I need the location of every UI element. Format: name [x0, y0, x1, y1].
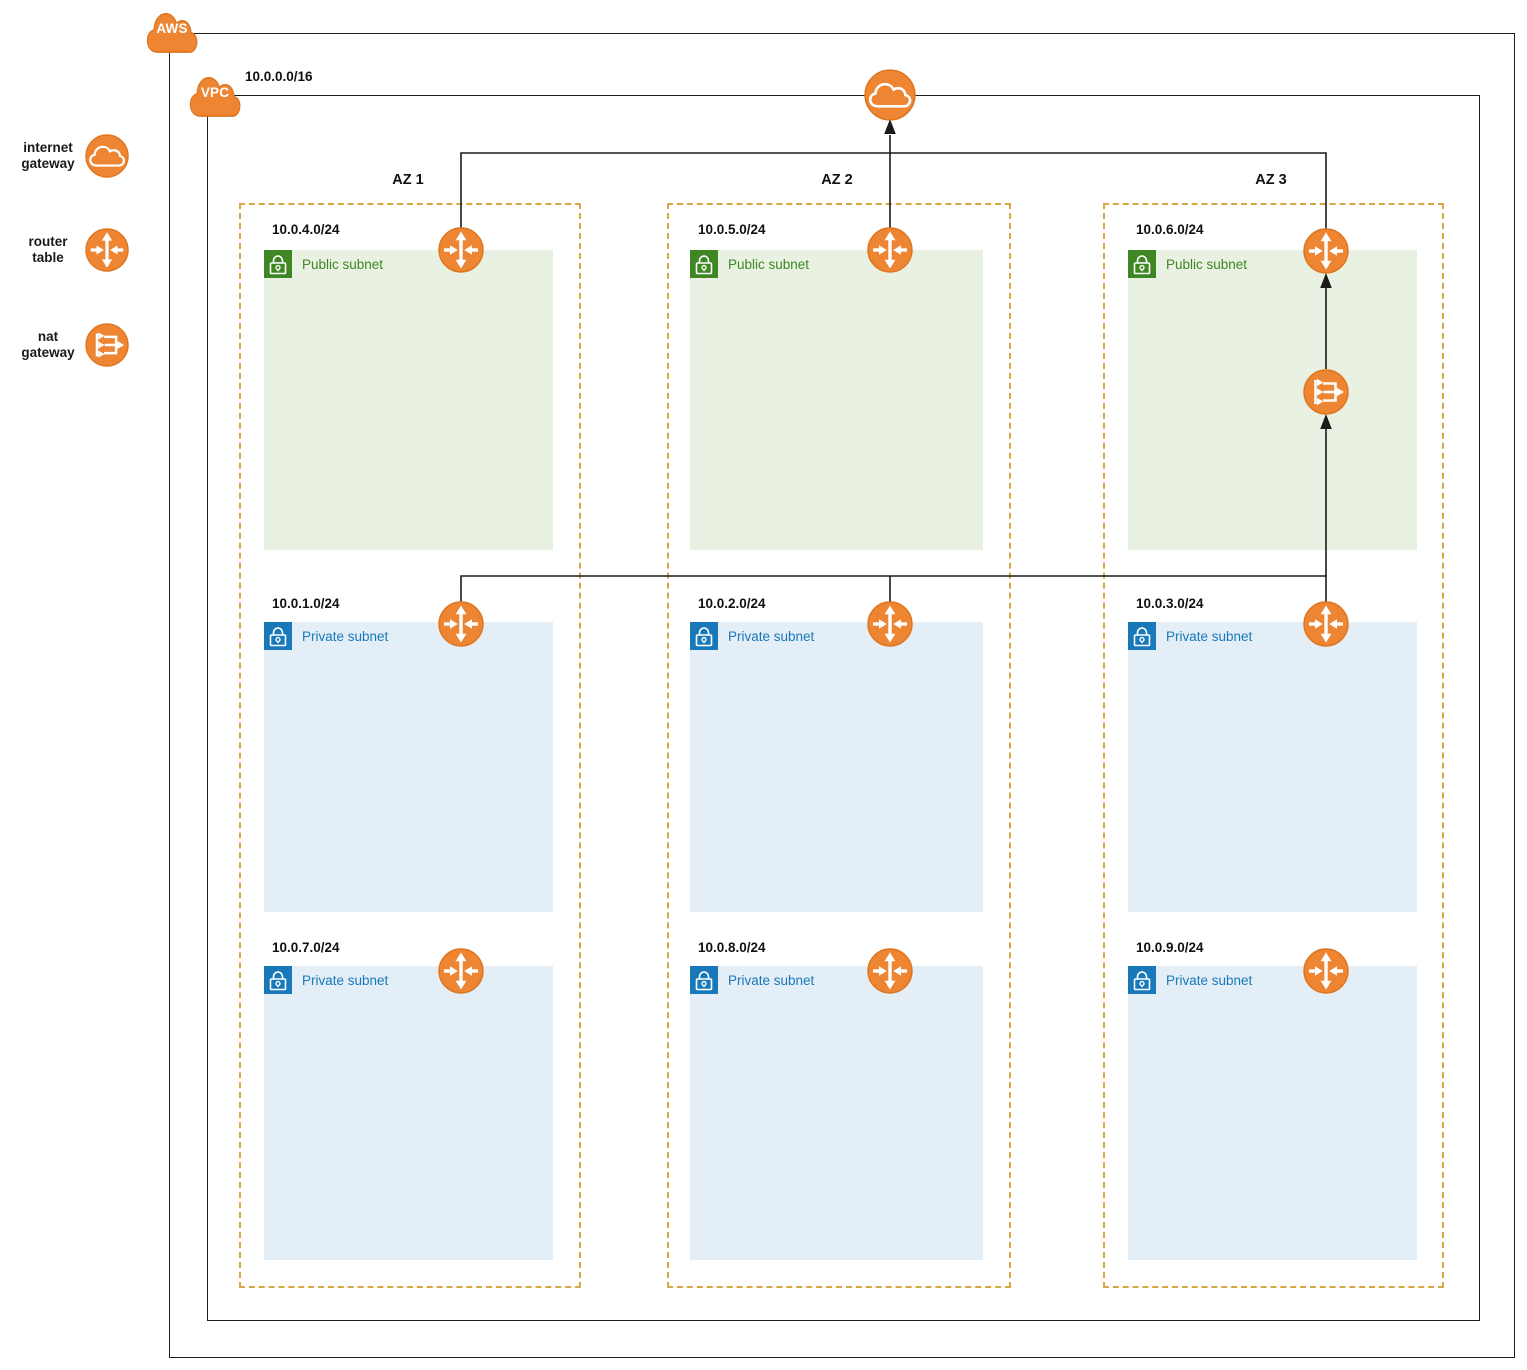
- private-subnet-lock-icon: [690, 622, 718, 650]
- private-subnet-box: [264, 966, 553, 1260]
- private-subnet-lock-icon: [690, 966, 718, 994]
- public-subnet-box: [1128, 250, 1417, 550]
- subnet-cidr: 10.0.2.0/24: [698, 596, 766, 611]
- router-table-az2-private2-icon: [867, 948, 913, 994]
- legend-nat-gateway-label: nat gateway: [21, 329, 75, 360]
- subnet-name: Private subnet: [302, 973, 389, 988]
- subnet-cidr: 10.0.1.0/24: [272, 596, 340, 611]
- public-subnet-box: [690, 250, 983, 550]
- private-subnet-lock-icon: [264, 966, 292, 994]
- subnet-name: Private subnet: [1166, 629, 1253, 644]
- router-table-az3-private-icon: [1303, 601, 1349, 647]
- private-subnet-lock-icon: [264, 622, 292, 650]
- aws-cloud-label: AWS: [146, 12, 198, 54]
- router-table-az3-public-icon: [1303, 228, 1349, 274]
- subnet-name: Public subnet: [728, 257, 810, 272]
- nat-gateway-node-icon: [1303, 369, 1349, 415]
- router-table-az1-private-icon: [438, 601, 484, 647]
- router-table-az3-private2-icon: [1303, 948, 1349, 994]
- private-subnet-box: [1128, 622, 1417, 912]
- private-subnet-box: [1128, 966, 1417, 1260]
- subnet-name: Public subnet: [302, 257, 384, 272]
- az1-boundary: [239, 203, 581, 1288]
- az3-label: AZ 3: [1255, 172, 1287, 188]
- subnet-cidr: 10.0.8.0/24: [698, 940, 766, 955]
- aws-cloud-boundary: [169, 33, 1515, 1358]
- subnet-cidr: 10.0.5.0/24: [698, 222, 766, 237]
- router-table-az2-public-icon: [867, 227, 913, 273]
- public-subnet-box: [264, 250, 553, 550]
- internet-gateway-node-icon: [864, 69, 916, 121]
- vpc-label-text: VPC: [200, 85, 230, 100]
- nat-gateway-icon: [85, 323, 129, 367]
- subnet-cidr: 10.0.4.0/24: [272, 222, 340, 237]
- private-subnet-box: [264, 622, 553, 912]
- private-subnet-lock-icon: [1128, 966, 1156, 994]
- subnet-name: Private subnet: [302, 629, 389, 644]
- subnet-name: Public subnet: [1166, 257, 1248, 272]
- public-subnet-lock-icon: [264, 250, 292, 278]
- subnet-name: Private subnet: [1166, 973, 1253, 988]
- router-table-az1-private2-icon: [438, 948, 484, 994]
- vpc-boundary: [207, 95, 1480, 1321]
- vpc-cloud-label: VPC: [189, 76, 241, 118]
- subnet-cidr: 10.0.7.0/24: [272, 940, 340, 955]
- vpc-cidr-label: 10.0.0.0/16: [245, 69, 313, 84]
- router-table-az1-public-icon: [438, 227, 484, 273]
- public-subnet-lock-icon: [690, 250, 718, 278]
- router-table-icon: [85, 228, 129, 272]
- subnet-cidr: 10.0.6.0/24: [1136, 222, 1204, 237]
- router-table-az2-private-icon: [867, 601, 913, 647]
- subnet-cidr: 10.0.9.0/24: [1136, 940, 1204, 955]
- private-subnet-box: [690, 622, 983, 912]
- internet-gateway-icon: [85, 134, 129, 178]
- subnet-name: Private subnet: [728, 629, 815, 644]
- private-subnet-lock-icon: [1128, 622, 1156, 650]
- az1-label: AZ 1: [392, 172, 424, 188]
- legend-router-table-label: router table: [28, 234, 68, 265]
- subnet-cidr: 10.0.3.0/24: [1136, 596, 1204, 611]
- aws-label-text: AWS: [156, 21, 188, 36]
- legend-internet-gateway-label: internet gateway: [21, 140, 75, 171]
- private-subnet-box: [690, 966, 983, 1260]
- public-subnet-lock-icon: [1128, 250, 1156, 278]
- subnet-name: Private subnet: [728, 973, 815, 988]
- az2-label: AZ 2: [821, 172, 853, 188]
